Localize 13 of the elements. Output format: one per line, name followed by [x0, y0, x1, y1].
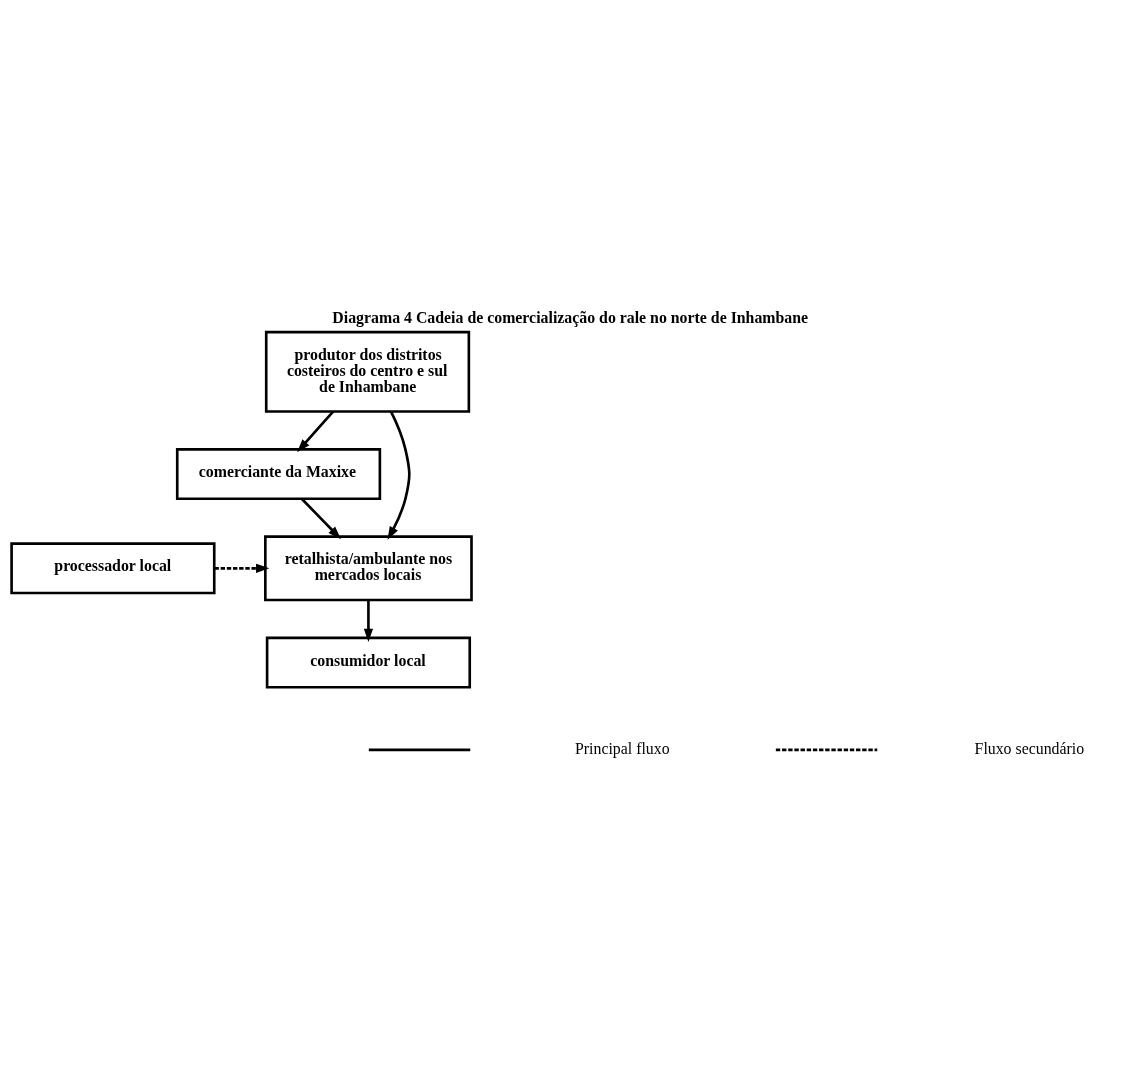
node-box: processador local [10, 541, 216, 594]
node-box: produtor dos distritos costeiros do centro e sul de Inhambane [264, 330, 471, 413]
arrow [300, 497, 342, 539]
diagram-title: Diagrama 4 Cadeia de comercialização do rale no norte de Inhambane [332, 308, 809, 326]
legend-label: Principal fluxo [575, 739, 670, 757]
node-box: comerciante da Maxixe [175, 447, 382, 500]
arrow [387, 410, 411, 540]
legend-label: Fluxo secundário [974, 739, 1085, 757]
node-box: consumidor local [265, 636, 472, 689]
arrow [363, 599, 374, 642]
arrow [297, 410, 335, 452]
arrow [214, 563, 270, 573]
node-box: retalhista/ambulante nos mercados locais [264, 534, 473, 601]
